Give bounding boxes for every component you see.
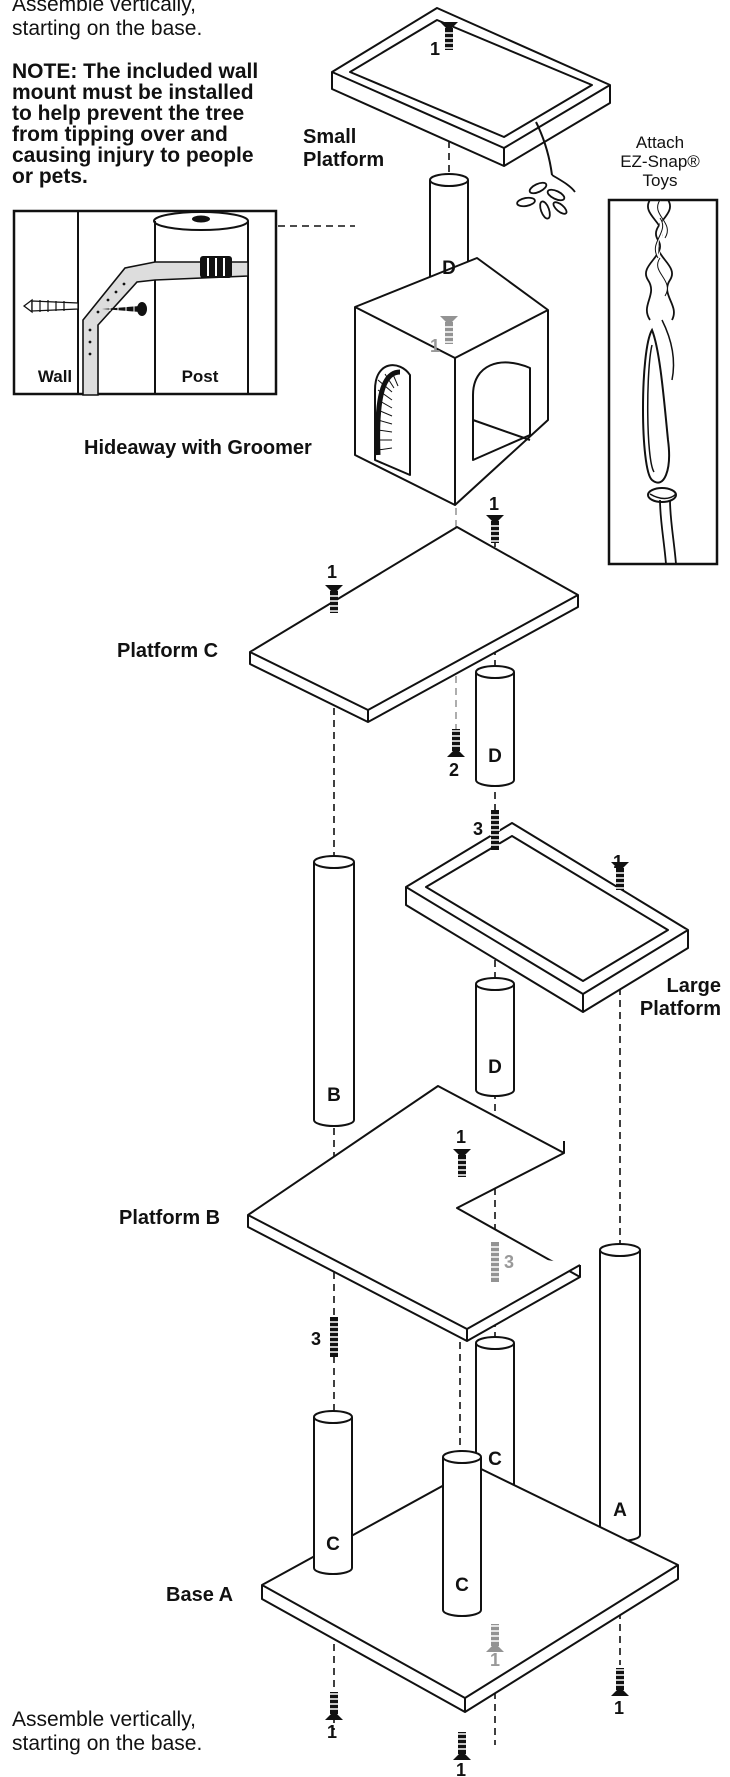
post-letter: D [442,258,456,279]
dangling-leaf-toy [516,174,576,220]
hardware-number: 1 [614,1698,624,1718]
hardware-number: 3 [504,1252,514,1272]
hardware-number: 1 [456,1760,466,1777]
wall-screw-icon [102,302,147,316]
post-d-middle [475,665,515,787]
post-a [599,1243,641,1542]
hardware-number: 3 [311,1329,321,1349]
post-letter: C [455,1575,469,1596]
hardware-number: 2 [449,760,459,780]
platform-b [247,1085,581,1342]
hardware-number: 1 [327,562,337,582]
hideaway-label: Hideaway with Groomer [84,437,312,459]
post-d-lower [475,977,515,1097]
hardware-number: 1 [613,852,623,872]
post-letter: D [488,746,502,767]
hardware-number: 1 [489,494,499,514]
post-letter: A [613,1500,627,1521]
post-b [313,855,355,1127]
platform-b-label: Platform B [119,1207,221,1229]
post-letters: D D D B A C C C [326,258,627,1596]
wall-mount-inset: Wall Post [12,209,278,396]
post-letter: D [488,1057,502,1078]
hardware-number: 1 [456,1127,466,1147]
safety-note: NOTE: The included wall mount must be in… [12,60,259,188]
platform-c [249,526,579,723]
post-letter: B [327,1085,341,1106]
hardware-numbers: 1 1 1 1 2 3 1 1 3 3 1 1 1 1 [311,39,624,1777]
platform-c-label: Platform C [117,640,219,662]
hardware-number: 3 [473,819,483,839]
large-platform-label: Large Platform [639,975,721,1020]
small-platform [331,7,611,176]
large-platform [405,822,689,1013]
intro-bottom: Assemble vertically, starting on the bas… [12,1708,203,1755]
hardware-number: 1 [327,1722,337,1742]
wall-label: Wall [38,367,72,386]
ez-snap-toy-inset [607,198,719,566]
post-c-back [475,1336,515,1492]
base-a-label: Base A [166,1584,234,1606]
post-letter: C [326,1534,340,1555]
hardware-number: 1 [490,1650,500,1670]
post-label: Post [182,367,219,386]
post-letter: C [488,1449,502,1470]
intro-top: Assemble vertically, starting on the bas… [12,0,203,40]
groomer-brush [375,369,401,456]
hardware-number: 1 [430,39,440,59]
hardware-number: 1 [430,336,440,356]
small-platform-label: Small Platform [303,126,385,171]
post-c-front [442,1450,482,1617]
attach-toys-label: Attach EZ-Snap® Toys [620,133,700,190]
wall-anchor-icon [22,298,79,314]
post-c-left [313,1410,353,1575]
